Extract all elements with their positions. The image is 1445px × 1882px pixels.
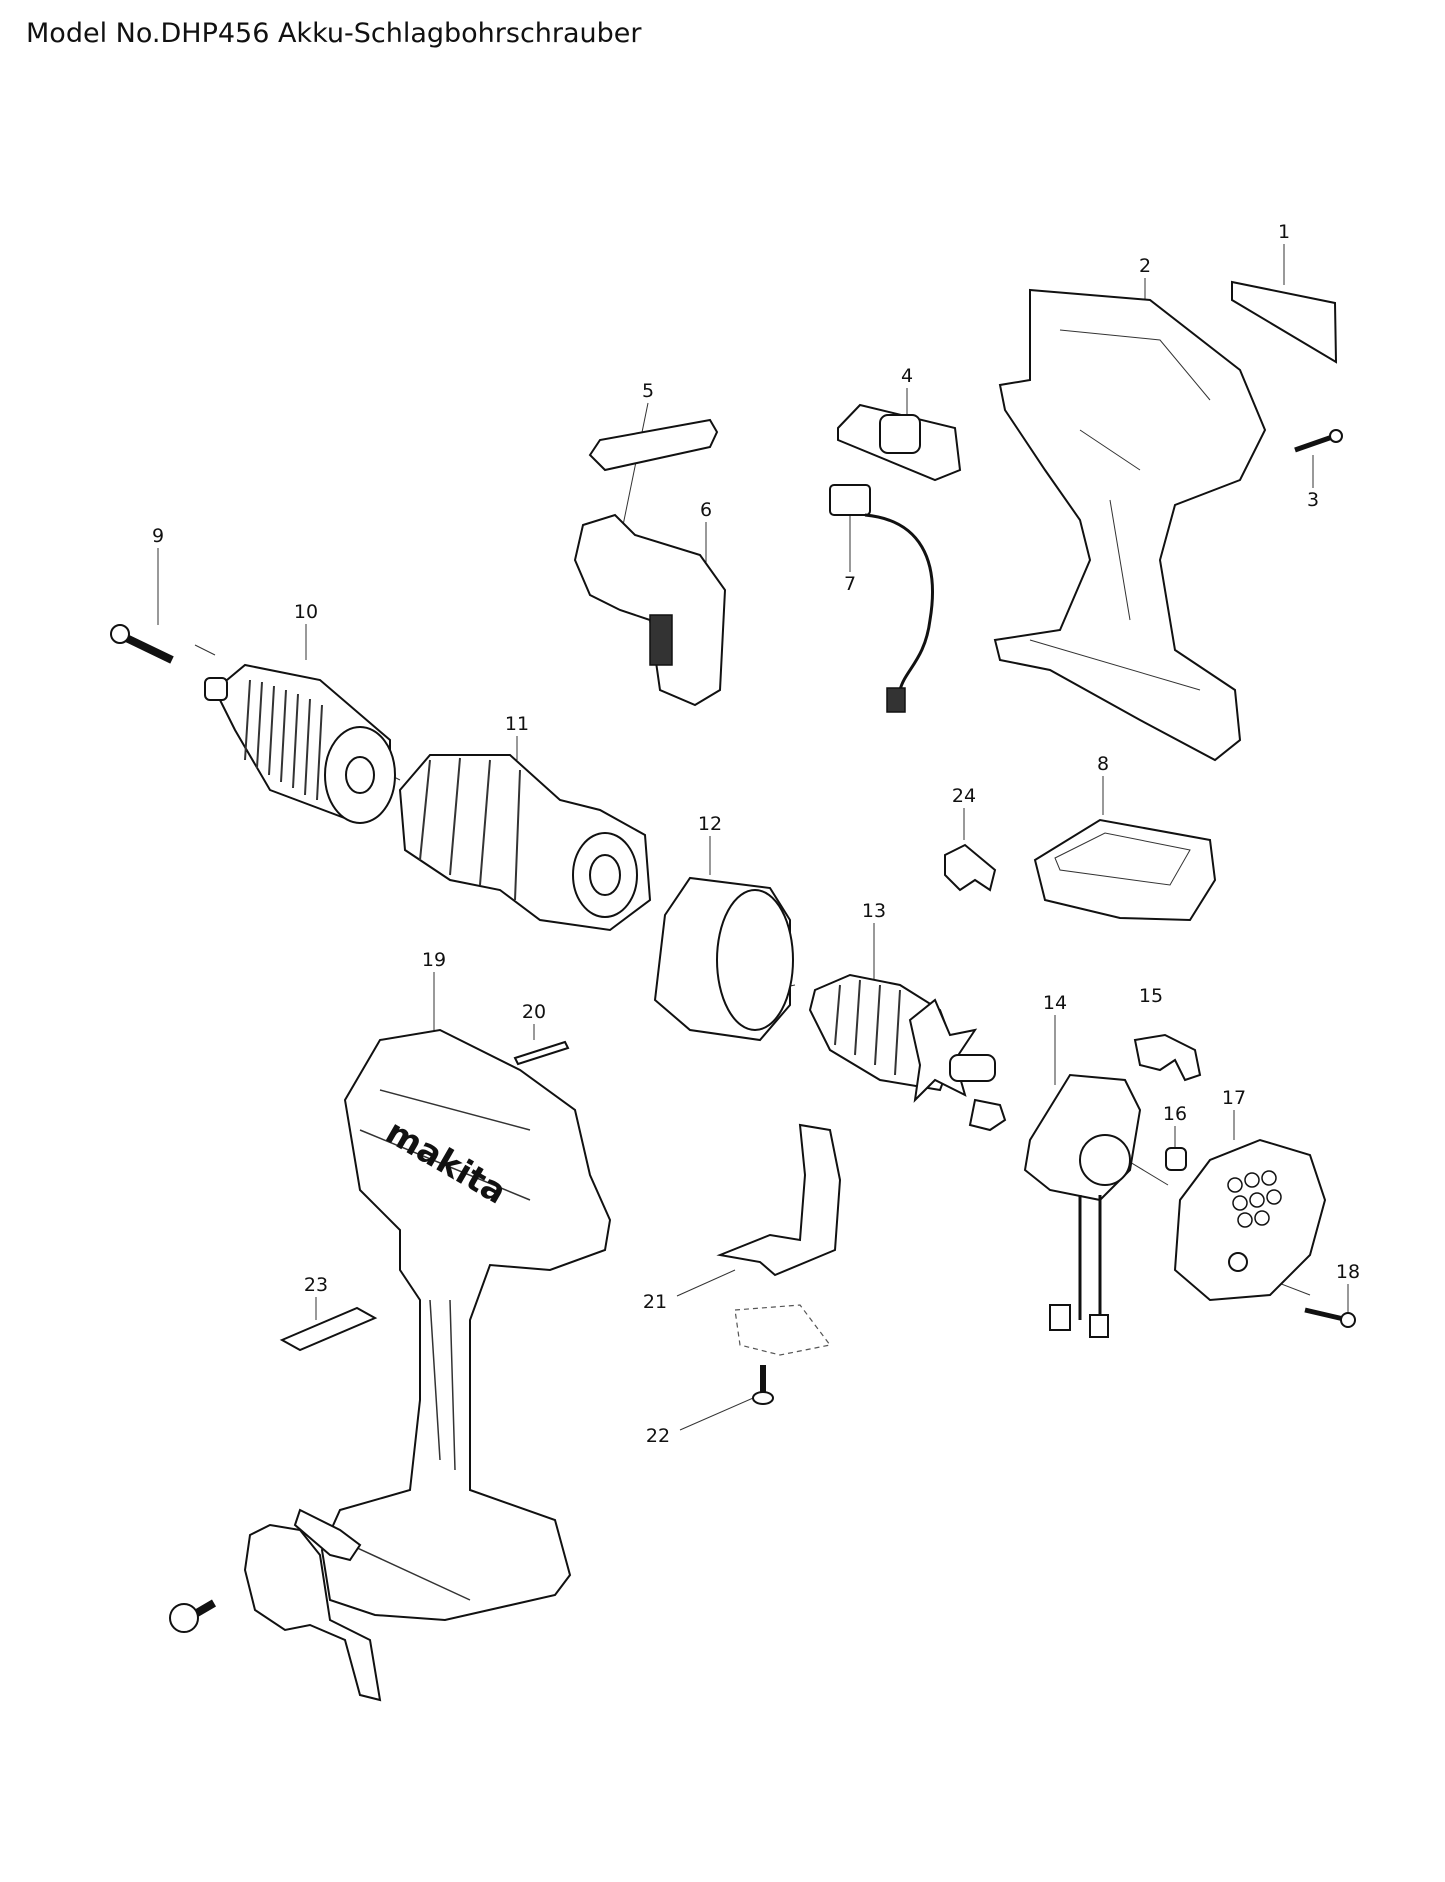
callout-1: 1 bbox=[1277, 221, 1291, 243]
callout-15: 15 bbox=[1138, 985, 1164, 1007]
part-7-lamp-circuit bbox=[829, 484, 934, 713]
callout-13: 13 bbox=[861, 900, 887, 922]
part-14-brush-holder bbox=[1023, 1073, 1142, 1338]
part-19-housing-left: makita bbox=[320, 1028, 612, 1622]
callout-2: 2 bbox=[1138, 255, 1152, 277]
part-11-gear-assembly bbox=[398, 754, 652, 932]
callout-12: 12 bbox=[697, 813, 723, 835]
callout-22: 22 bbox=[645, 1425, 671, 1447]
part-15-clip bbox=[1133, 1033, 1202, 1082]
callout-9: 9 bbox=[151, 525, 165, 547]
part-12-stator bbox=[653, 876, 794, 1042]
callout-14: 14 bbox=[1042, 992, 1068, 1014]
part-21-hook-plate bbox=[716, 1123, 842, 1277]
callout-19: 19 bbox=[421, 949, 447, 971]
belt-hook bbox=[243, 1508, 382, 1702]
belt-hook-screw bbox=[169, 1599, 217, 1633]
part-24-holder bbox=[944, 843, 997, 892]
callout-16: 16 bbox=[1162, 1103, 1188, 1125]
callout-18: 18 bbox=[1335, 1261, 1361, 1283]
part-5-trigger-cover bbox=[588, 418, 719, 472]
part-17-rear-cover bbox=[1173, 1138, 1327, 1302]
part-20-leaf-spring bbox=[513, 1040, 570, 1066]
callout-23: 23 bbox=[303, 1274, 329, 1296]
part-18-screw bbox=[1304, 1307, 1356, 1328]
callout-7: 7 bbox=[843, 573, 857, 595]
callout-5: 5 bbox=[641, 380, 655, 402]
part-13-rotor bbox=[808, 973, 1007, 1132]
page-title: Model No.DHP456 Akku-Schlagbohrschrauber bbox=[26, 18, 642, 49]
part-22-screw bbox=[752, 1365, 774, 1405]
part-10-drill-chuck bbox=[204, 663, 396, 824]
part-1-label-plate bbox=[1231, 280, 1338, 364]
callout-24: 24 bbox=[951, 785, 977, 807]
callout-10: 10 bbox=[293, 601, 319, 623]
part-16-sleeve bbox=[1165, 1147, 1187, 1171]
part-2-housing-right bbox=[993, 288, 1267, 762]
part-9-screw bbox=[110, 624, 174, 664]
callout-20: 20 bbox=[521, 1001, 547, 1023]
callout-11: 11 bbox=[504, 713, 530, 735]
callout-4: 4 bbox=[900, 365, 914, 387]
callout-17: 17 bbox=[1221, 1087, 1247, 1109]
part-3-screw bbox=[1294, 429, 1343, 453]
callout-8: 8 bbox=[1096, 753, 1110, 775]
callout-3: 3 bbox=[1306, 489, 1320, 511]
callout-6: 6 bbox=[699, 499, 713, 521]
callout-21: 21 bbox=[642, 1291, 668, 1313]
part-23-name-plate bbox=[279, 1306, 378, 1352]
part-6-switch bbox=[573, 513, 727, 707]
